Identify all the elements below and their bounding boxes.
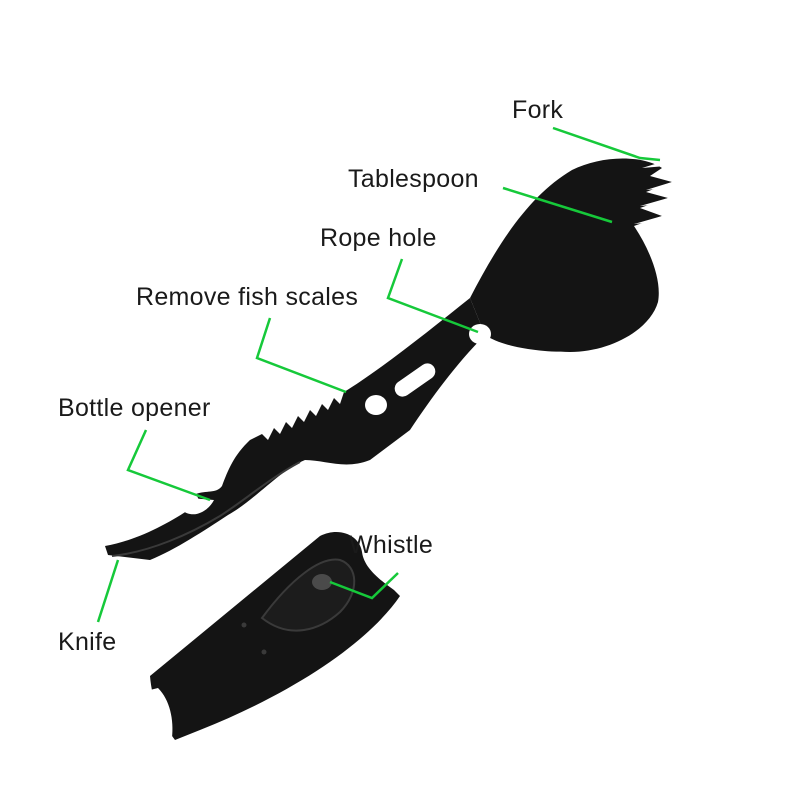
knife-leader: [96, 559, 120, 623]
bottle-opener-notch: [181, 498, 214, 515]
label-remove-fish-scales: Remove fish scales: [136, 283, 359, 311]
knife-edge: [111, 461, 301, 557]
label-fork: Fork: [512, 96, 564, 124]
whistle-sheath: [150, 531, 400, 742]
label-bottle-opener: Bottle opener: [58, 394, 211, 422]
spoon-bowl: [470, 158, 672, 352]
slot-hole: [394, 363, 436, 397]
round-hole: [365, 395, 387, 415]
whistle-leader: [329, 572, 399, 600]
handle: [105, 298, 485, 560]
bottle-opener-leader: [126, 429, 211, 502]
label-whistle: Whistle: [349, 531, 434, 559]
sheath-rivet: [261, 649, 267, 655]
label-tablespoon: Tablespoon: [348, 165, 479, 193]
label-rope-hole: Rope hole: [320, 224, 437, 252]
whistle-head: [260, 558, 356, 632]
sheath-rivet: [241, 622, 247, 628]
rope-hole-leader: [386, 258, 479, 334]
label-knife: Knife: [58, 628, 117, 656]
whistle-mouth: [312, 574, 332, 590]
sheath-cutout: [150, 688, 173, 742]
fish-scales-leader: [255, 317, 347, 394]
rope-hole: [469, 324, 491, 344]
sheath-body: [150, 531, 400, 740]
tablespoon-leader: [502, 186, 613, 224]
leader-lines: [96, 126, 661, 623]
fork-leader: [552, 126, 661, 162]
multitool: [105, 158, 672, 560]
